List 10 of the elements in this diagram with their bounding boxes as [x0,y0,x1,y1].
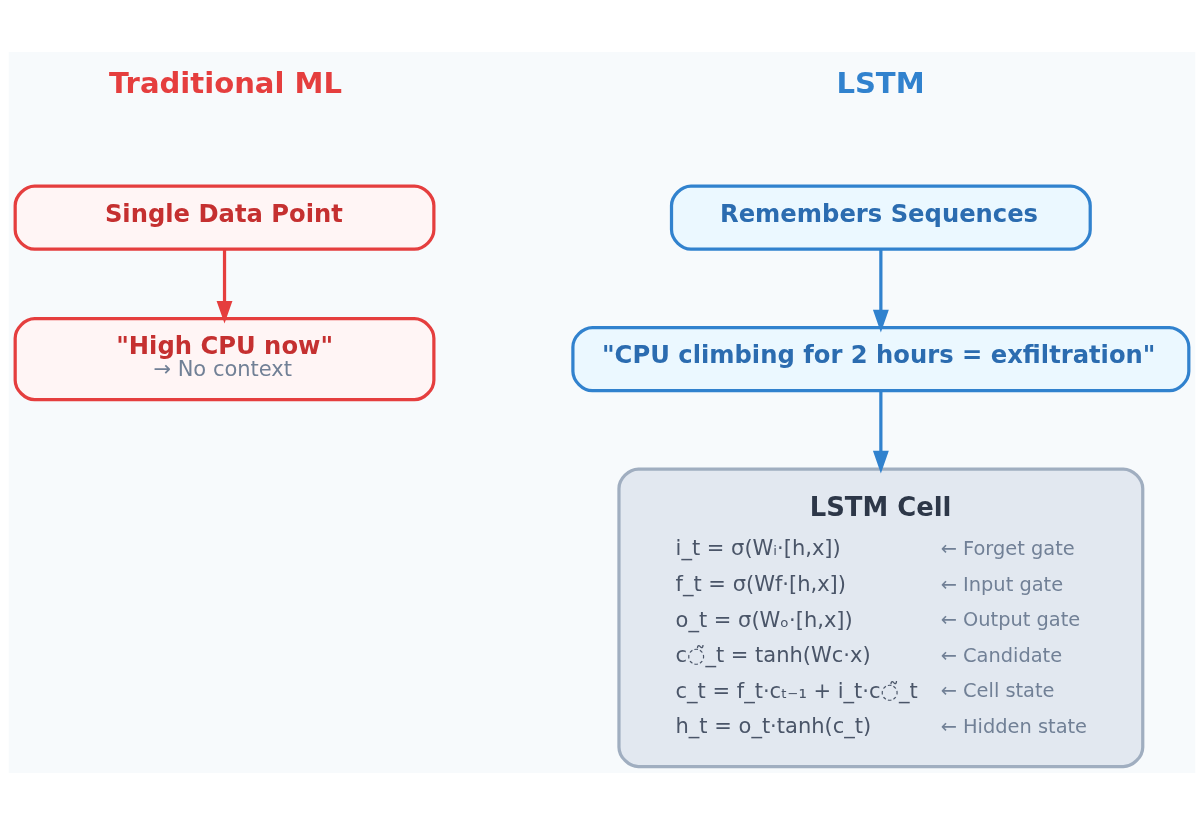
label: Traditional ML [108,66,343,101]
node-box: Single Data Point [13,184,436,251]
node-box: "CPU climbing for 2 hours = exfiltration" [571,326,1191,393]
arrow [872,391,889,474]
node-box: "High CPU now" → No context [13,317,436,402]
label: LSTM [836,66,925,101]
arrow [216,249,233,324]
node-box: Remembers Sequences [669,184,1092,251]
arrow [872,249,889,333]
node-box: LSTM Cell i_t = σ(Wᵢ·[h,x]) ← Forget gate f_t = σ(Wf·[h,x]) ← Input gate o_t = σ(Wₒ·[h,x]) ← Output gate c◌̃_t = tanh(Wc·x) ← Candidate c_t = f_t·cₜ₋₁ + i_t·c◌̃_t ← Cell state h_t = o_t·tanh(c_t) ← Hidden state [617,467,1145,769]
